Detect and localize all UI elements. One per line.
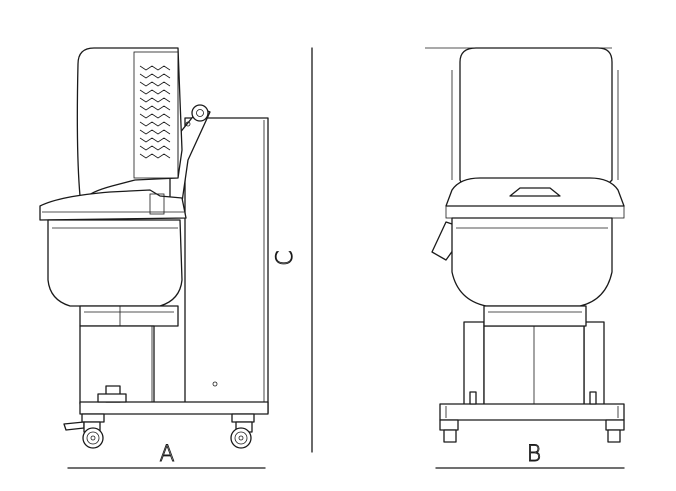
dimension-a-label: A: [159, 442, 174, 467]
dimension-c: C: [273, 47, 313, 453]
dimension-b-label: B: [527, 442, 541, 467]
side-view: [39, 47, 269, 449]
dimension-c-label: C: [273, 250, 298, 265]
front-view: [425, 47, 625, 443]
dimension-a: A: [67, 442, 266, 469]
dimension-b: B: [435, 442, 625, 469]
